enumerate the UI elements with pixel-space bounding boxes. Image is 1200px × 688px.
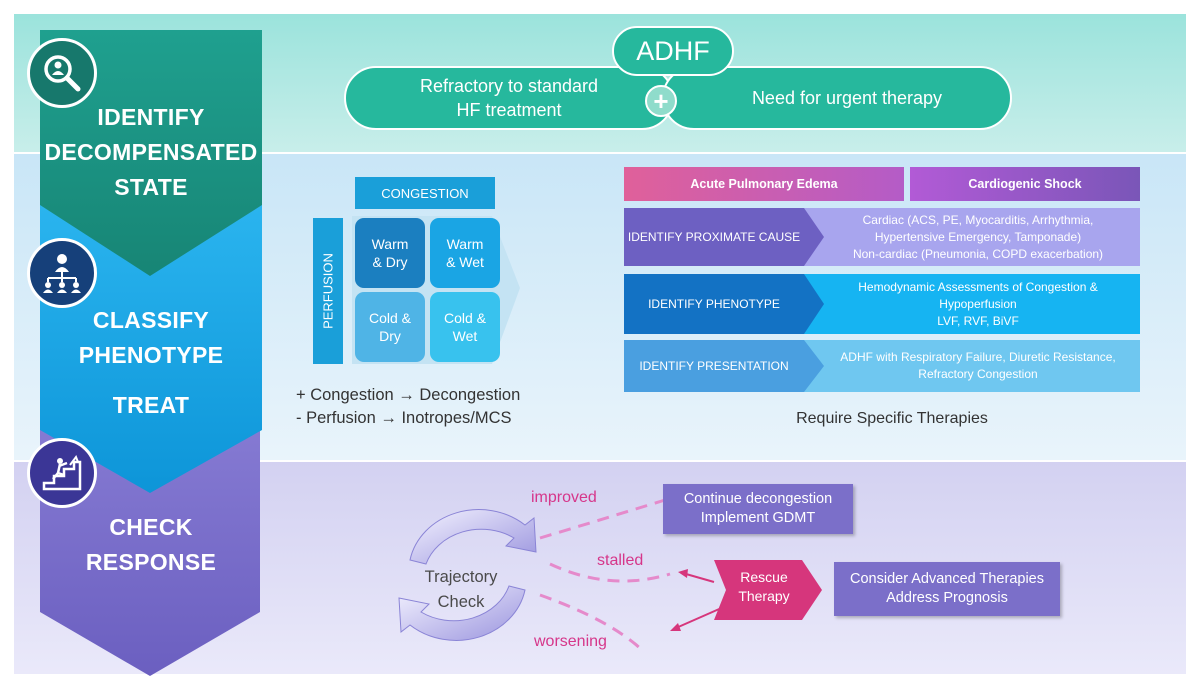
congestion-rule: + Congestion → Decongestion [296,386,521,404]
congestion-header: CONGESTION [355,177,495,209]
cardiogenic-shock-header: Cardiogenic Shock [910,167,1140,201]
advanced-therapies-box: Consider Advanced Therapies Address Prog… [834,562,1060,616]
proximate-cause-label: IDENTIFY PROXIMATE CAUSE [627,230,801,244]
proximate-cause-text: Cardiac (ACS, PE, Myocarditis, Arrhythmi… [852,212,1104,261]
stairs-climb-icon [27,438,97,508]
rescue-arrows [670,560,822,631]
trajectory-diagram [398,498,671,652]
phenotype-text: Hemodynamic Assessments of Congestion & … [858,279,1098,328]
plus-icon: + [645,85,677,117]
improved-path [539,498,666,540]
hierarchy-icon [27,238,97,308]
urgent-therapy-pill: Need for urgent therapy [662,66,1012,130]
cycle-arrow-bottom [398,585,526,641]
continue-decongestion-box: Continue decongestion Implement GDMT [663,484,853,534]
presentation-row: IDENTIFY PRESENTATION ADHF with Respirat… [624,340,1140,392]
search-person-icon [27,38,97,108]
require-specific-therapies: Require Specific Therapies [796,410,988,427]
worsening-label: worsening [534,633,607,650]
cold-dry-quadrant: Cold & Dry [355,292,425,362]
improved-label: improved [531,489,597,506]
perfusion-rule: - Perfusion → Inotropes/MCS [296,409,512,427]
stalled-path [549,562,671,583]
rescue-therapy-label: Rescue Therapy [738,569,790,604]
acute-pulmonary-edema-header: Acute Pulmonary Edema [624,167,904,201]
perfusion-header: PERFUSION [313,218,343,364]
phenotype-label: IDENTIFY PHENOTYPE [648,297,780,311]
cycle-arrow-top [409,509,537,565]
proximate-cause-row: IDENTIFY PROXIMATE CAUSE Cardiac (ACS, P… [624,208,1140,266]
presentation-label: IDENTIFY PRESENTATION [639,359,789,373]
identify-state-chevron [40,30,262,276]
adhf-title: ADHF [612,26,734,76]
rescue-therapy-shape [714,560,822,620]
warm-dry-quadrant: Warm & Dry [355,218,425,288]
warm-wet-quadrant: Warm & Wet [430,218,500,288]
stalled-label: stalled [597,552,644,569]
refractory-pill: Refractory to standard HF treatment [344,66,674,130]
check-step-label: CHECK RESPONSE [85,514,217,575]
trajectory-check-label: Trajectory Check [424,568,498,611]
perfusion-label: PERFUSION [320,253,336,329]
identify-step-label: IDENTIFY DECOMPENSATED STATE [44,104,258,200]
phenotype-row: IDENTIFY PHENOTYPE Hemodynamic Assessmen… [624,274,1140,334]
cold-wet-quadrant: Cold & Wet [430,292,500,362]
presentation-text: ADHF with Respiratory Failure, Diuretic … [840,350,1116,381]
worsening-path [539,593,644,652]
treat-step-label: TREAT [112,392,190,418]
classify-step-label: CLASSIFY PHENOTYPE [78,307,224,368]
